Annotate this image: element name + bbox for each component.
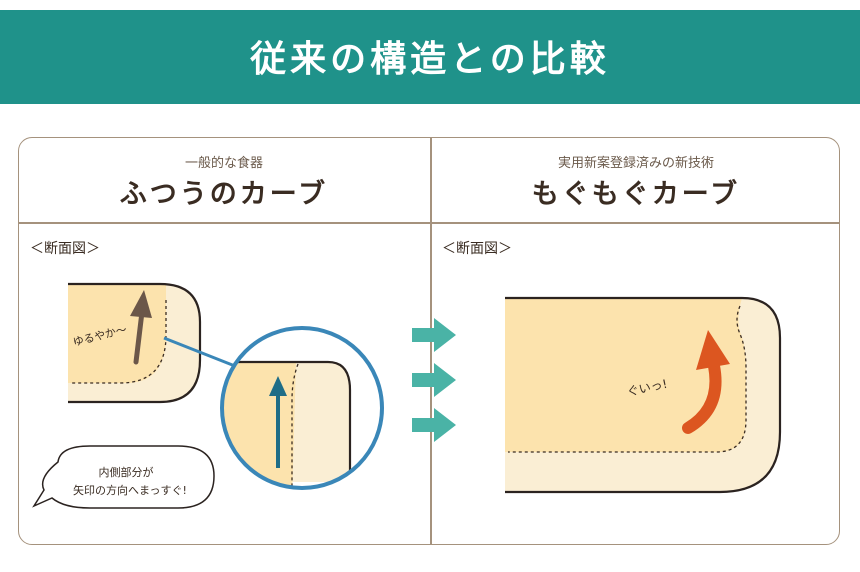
curved-arrow-icon <box>682 330 730 434</box>
header-banner: 従来の構造との比較 <box>0 10 860 104</box>
right-section-label: ＜断面図＞ <box>442 241 512 257</box>
bubble-line-2: 矢印の方向へまっすぐ! <box>73 483 187 497</box>
up-arrow-icon <box>130 290 152 365</box>
right-arrow-icon <box>412 363 456 397</box>
bubble-line-1: 内側部分が <box>99 465 154 479</box>
right-subtitle: 実用新案登録済みの新技術 <box>557 156 714 171</box>
right-arrow-icon <box>412 408 456 442</box>
speech-bubble-icon <box>32 445 215 509</box>
straight-up-arrow-icon <box>269 376 287 468</box>
left-subtitle: 一般的な食器 <box>184 156 263 171</box>
left-section-label: ＜断面図＞ <box>30 241 100 257</box>
right-arrow-icon <box>412 318 456 352</box>
right-title: もぐもぐカーブ <box>531 179 741 210</box>
horizontal-divider <box>18 222 840 224</box>
magnifier-icon <box>220 326 384 490</box>
left-title: ふつうのカーブ <box>119 179 329 210</box>
page-title: 従来の構造との比較 <box>250 39 610 80</box>
magnifier-connector <box>163 336 241 370</box>
